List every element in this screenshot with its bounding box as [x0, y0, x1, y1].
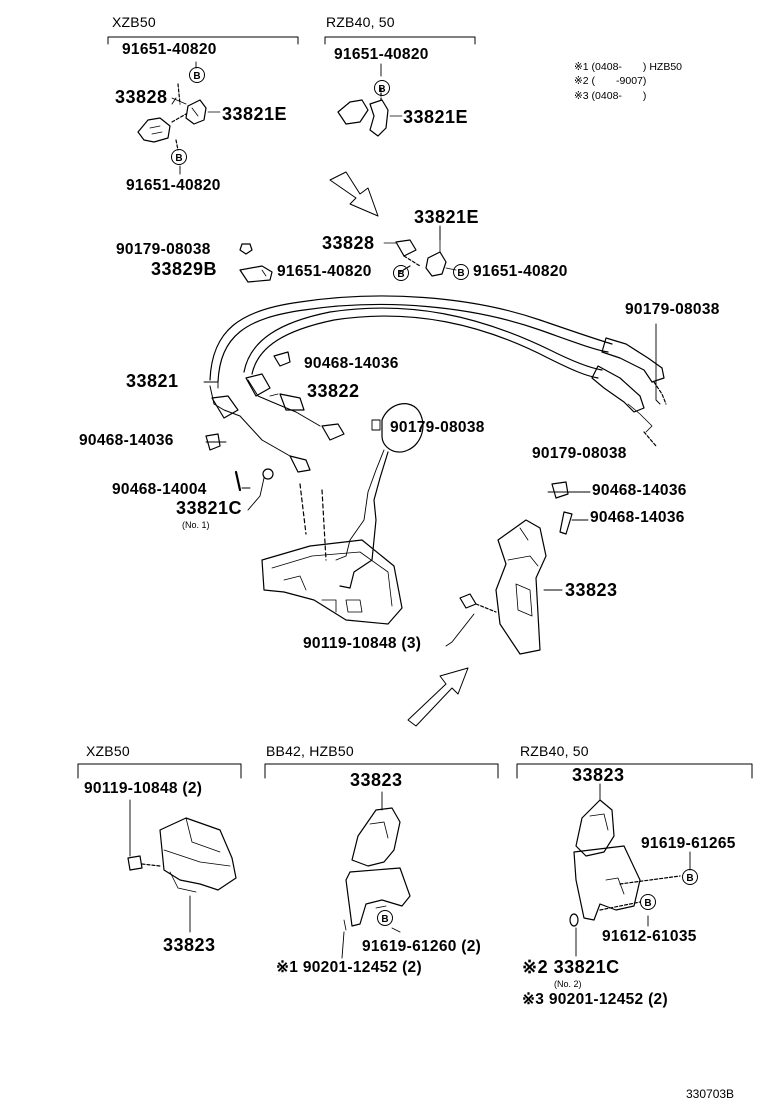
- part-label: 90468-14036: [590, 509, 685, 526]
- part-label: 33823: [572, 765, 625, 785]
- footnote-1: ※1 (0408- ) HZB50: [574, 61, 682, 73]
- part-label: 33828: [115, 87, 168, 107]
- group-header-xzb50-top: XZB50: [112, 14, 156, 30]
- left-small-parts: [239, 243, 273, 283]
- group-header-xzb50-bottom: XZB50: [86, 743, 130, 759]
- rzb4050-bottom-bracket: [569, 799, 681, 927]
- part-label: 33823: [350, 770, 403, 790]
- group-header-rzb4050-bottom: RZB40, 50: [520, 743, 589, 759]
- part-label: 90119-10848 (3): [303, 635, 422, 652]
- part-label: 33822: [307, 381, 360, 401]
- part-label: 90119-10848 (2): [84, 780, 203, 797]
- leader-lines: [129, 61, 691, 959]
- reference-code: 330703B: [686, 1087, 735, 1101]
- lever-clips: [205, 351, 573, 535]
- xzb50-top-assembly: [137, 83, 221, 151]
- part-label: 90179-08038: [532, 445, 627, 462]
- part-label: ※2 33821C: [522, 957, 620, 977]
- callout-b: B: [378, 84, 385, 95]
- rzb4050-top-assembly: [337, 87, 403, 137]
- xzb50-bottom-bracket: [127, 817, 237, 893]
- callout-b: B: [193, 71, 200, 82]
- callout-circles: [171, 67, 698, 926]
- footnote-3: ※3 (0408- ): [574, 90, 647, 102]
- callout-b: B: [381, 914, 388, 925]
- part-label: 91651-40820: [473, 263, 568, 280]
- part-label: 90179-08038: [625, 301, 720, 318]
- part-label: 33823: [565, 580, 618, 600]
- group-header-rzb4050-top: RZB40, 50: [326, 14, 395, 30]
- part-label: 90179-08038: [116, 241, 211, 258]
- part-label: 91651-40820: [122, 41, 217, 58]
- footnote-2: ※2 ( -9007): [574, 75, 647, 87]
- part-label: 91619-61265: [641, 835, 736, 852]
- shift-lever-assembly: [261, 403, 424, 625]
- part-label: 33821E: [222, 104, 288, 124]
- part-label: 33821: [126, 371, 179, 391]
- callout-b: B: [397, 269, 404, 280]
- callout-b: B: [644, 898, 651, 909]
- part-label: 33823: [163, 935, 216, 955]
- group-header-bb42-hzb50: BB42, HZB50: [266, 743, 354, 759]
- part-label: 91651-40820: [126, 177, 221, 194]
- part-label: 33828: [322, 233, 375, 253]
- shift-cables: [209, 295, 667, 473]
- part-label: 33821C: [176, 498, 243, 518]
- part-label: 90468-14004: [112, 481, 207, 498]
- part-label: 33821E: [403, 107, 469, 127]
- bb42-bottom-bracket: [343, 807, 411, 931]
- part-label: 90468-14036: [592, 482, 687, 499]
- part-label: ※1 90201-12452 (2): [276, 959, 422, 976]
- part-label: 33821E: [414, 207, 480, 227]
- part-label: ※3 90201-12452 (2): [522, 991, 668, 1008]
- part-label: 33829B: [151, 259, 218, 279]
- callout-b: B: [175, 153, 182, 164]
- part-label: 90179-08038: [390, 419, 485, 436]
- callout-b: B: [686, 873, 693, 884]
- part-label: 91651-40820: [334, 46, 429, 63]
- group-bracket-lines: [77, 36, 753, 779]
- part-sublabel: (No. 2): [554, 979, 582, 989]
- direction-arrows: [329, 171, 469, 727]
- part-label: 90468-14036: [304, 355, 399, 372]
- main-bracket: [459, 519, 547, 655]
- part-sublabel: (No. 1): [182, 520, 210, 530]
- callout-letters: B B B B B B B B: [175, 71, 693, 925]
- part-label: 91612-61035: [602, 928, 697, 945]
- part-label: 91619-61260 (2): [362, 938, 482, 955]
- part-label: 91651-40820: [277, 263, 372, 280]
- part-label: 90468-14036: [79, 432, 174, 449]
- callout-b: B: [457, 268, 464, 279]
